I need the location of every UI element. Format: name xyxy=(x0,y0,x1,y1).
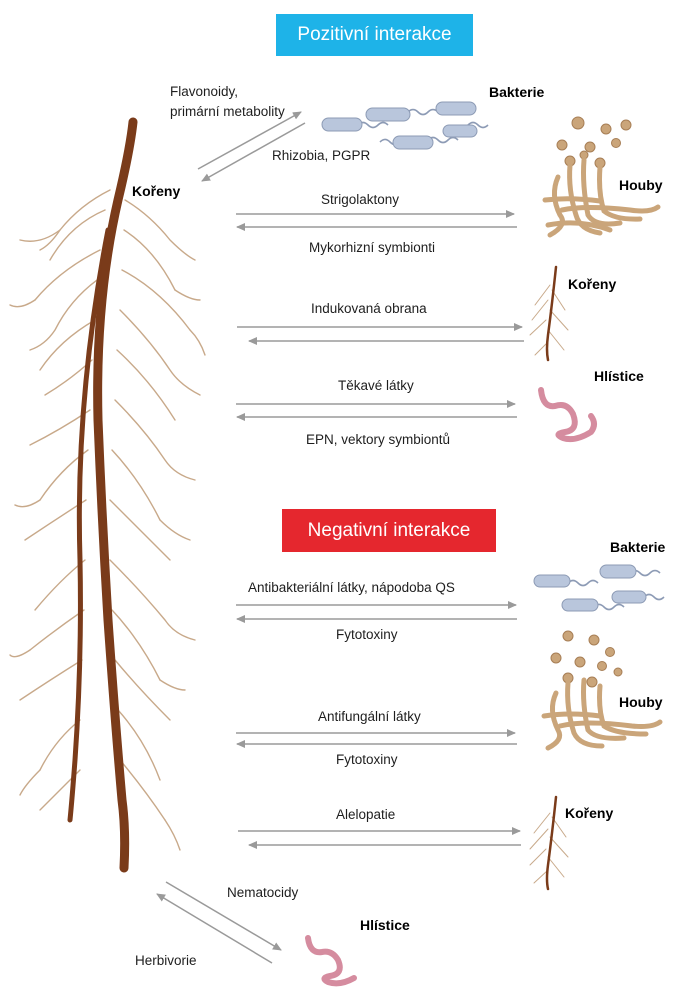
signal-from-bacteria: Rhizobia, PGPR xyxy=(272,148,371,163)
signal-to-fungi: Antifungální látky xyxy=(318,709,421,724)
interaction-positive-bacteria: Flavonoidy, primární metabolity Rhizobia… xyxy=(170,84,544,181)
signal-to-roots: Alelopatie xyxy=(336,807,395,822)
nematode-icon xyxy=(541,390,594,439)
signal-to-roots: Indukovaná obrana xyxy=(311,301,427,316)
signal-to-bacteria: Antibakteriální látky, nápodoba QS xyxy=(248,580,455,595)
partner-label-fungi: Houby xyxy=(619,694,663,710)
partner-label-bacteria: Bakterie xyxy=(610,539,665,555)
fungi-icon xyxy=(544,631,660,748)
partner-label-nematodes: Hlístice xyxy=(594,368,644,384)
roots-icon xyxy=(530,797,568,889)
signal-to-nematodes: Nematocidy xyxy=(227,885,299,900)
root-label: Kořeny xyxy=(132,183,180,199)
bacteria-icon xyxy=(322,102,488,149)
interaction-negative-nematodes: Nematocidy Herbivorie Hlístice xyxy=(135,882,410,968)
main-root-illustration xyxy=(10,122,205,868)
signal-from-fungi: Fytotoxiny xyxy=(336,752,398,767)
signal-from-fungi: Mykorhizní symbionti xyxy=(309,240,435,255)
taproot xyxy=(98,122,133,868)
bacteria-icon xyxy=(534,565,664,611)
fungi-icon xyxy=(545,117,658,235)
signal-from-nematodes: EPN, vektory symbiontů xyxy=(306,432,450,447)
interaction-positive-roots: Indukovaná obrana Kořeny xyxy=(237,276,616,341)
partner-label-fungi: Houby xyxy=(619,177,663,193)
signal-to-bacteria: Flavonoidy, primární metabolity xyxy=(170,84,285,119)
nematode-icon xyxy=(308,938,354,983)
partner-label-nematodes: Hlístice xyxy=(360,917,410,933)
interaction-negative-bacteria: Antibakteriální látky, nápodoba QS Fytot… xyxy=(236,539,665,642)
signal-from-bacteria: Fytotoxiny xyxy=(336,627,398,642)
signal-to-nematodes: Těkavé látky xyxy=(338,378,414,393)
roots-icon xyxy=(530,267,568,360)
signal-to-fungi: Strigolaktony xyxy=(321,192,399,207)
partner-label-roots: Kořeny xyxy=(568,276,616,292)
partner-label-bacteria: Bakterie xyxy=(489,84,544,100)
partner-label-roots: Kořeny xyxy=(565,805,613,821)
signal-from-nematodes: Herbivorie xyxy=(135,953,197,968)
